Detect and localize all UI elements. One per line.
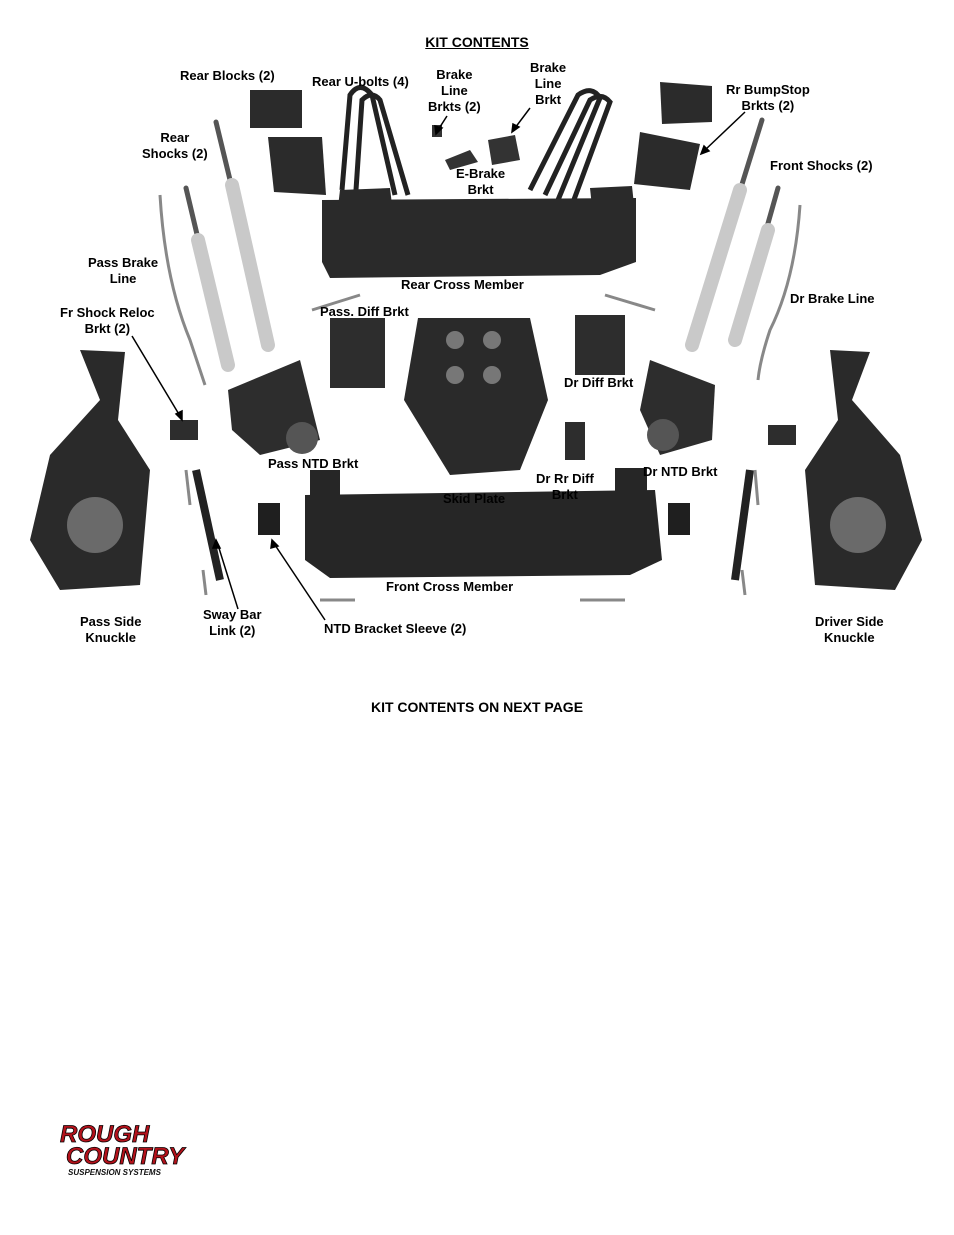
rear-shocks: [183, 119, 275, 372]
label-sway-bar-link: Sway Bar Link (2): [203, 607, 262, 638]
label-e-brake-brkt: E-Brake Brkt: [456, 166, 506, 197]
label-dr-ntd-brkt: Dr NTD Brkt: [643, 464, 718, 479]
dr-diff-bracket: [575, 315, 625, 375]
rear-ubolts-right: [527, 88, 613, 206]
label-pass-ntd-brkt: Pass NTD Brkt: [268, 456, 359, 471]
front-cross-member: [305, 468, 662, 578]
leader-arrows: [131, 107, 746, 621]
label-rear-blocks: Rear Blocks (2): [180, 68, 275, 83]
label-fr-shock-reloc-brkt: Fr Shock Reloc Brkt (2): [60, 305, 155, 336]
skid-plate: [404, 318, 548, 475]
label-pass-brake-line: Pass Brake Line: [88, 255, 159, 286]
label-dr-rr-diff-brkt: Dr Rr Diff Brkt: [536, 471, 594, 502]
label-rear-ubolts: Rear U-bolts (4): [312, 74, 409, 89]
label-brake-line-brkts: Brake Line Brkts (2): [428, 67, 481, 114]
label-rear-cross-member: Rear Cross Member: [401, 277, 524, 292]
rear-ubolts-left: [339, 85, 411, 196]
kit-parts-diagram: [30, 82, 922, 621]
rear-cross-member: [322, 186, 636, 278]
dr-brake-line: [756, 204, 802, 381]
label-skid-plate: Skid Plate: [443, 491, 506, 506]
logo-line2: COUNTRY: [66, 1143, 186, 1170]
brake-line-brackets: [432, 125, 520, 170]
label-dr-brake-line: Dr Brake Line: [790, 291, 875, 306]
dr-ntd-bracket: [640, 360, 715, 455]
rough-country-logo: ROUGH COUNTRY SUSPENSION SYSTEMS: [60, 1121, 187, 1177]
pass-side-knuckle: [30, 350, 150, 590]
sway-bar-link-right: [731, 469, 754, 581]
label-rr-bumpstop-brkts: Rr BumpStop Brkts (2): [726, 82, 810, 113]
fr-shock-reloc-bracket: [170, 420, 198, 440]
sway-bar-link-left: [192, 469, 224, 581]
fr-shock-reloc-bracket-right: [768, 425, 796, 445]
dr-rr-diff-bracket: [565, 422, 585, 460]
label-front-shocks: Front Shocks (2): [770, 158, 873, 173]
rear-blocks-left: [250, 90, 326, 195]
logo-line3: SUSPENSION SYSTEMS: [68, 1168, 162, 1177]
ntd-sleeve-left: [258, 503, 280, 535]
label-rear-shocks: Rear Shocks (2): [142, 130, 208, 161]
ntd-sleeve-right: [668, 503, 690, 535]
pass-brake-line: [158, 194, 207, 386]
driver-side-knuckle: [805, 350, 922, 590]
hardware-bolts: [184, 293, 760, 602]
label-pass-diff-brkt: Pass. Diff Brkt: [320, 304, 409, 319]
label-driver-side-knuckle: Driver Side Knuckle: [815, 614, 884, 645]
label-brake-line-brkt: Brake Line Brkt: [530, 60, 567, 107]
pass-ntd-bracket: [228, 360, 320, 455]
front-shocks: [685, 117, 781, 352]
rear-bumpstop-brackets: [634, 82, 712, 190]
label-dr-diff-brkt: Dr Diff Brkt: [564, 375, 634, 390]
logo-line1: ROUGH: [60, 1121, 150, 1148]
label-pass-side-knuckle: Pass Side Knuckle: [80, 614, 142, 645]
page-title: KIT CONTENTS: [425, 34, 529, 50]
label-front-cross-member: Front Cross Member: [386, 579, 514, 594]
footer-note: KIT CONTENTS ON NEXT PAGE: [370, 699, 584, 715]
label-ntd-bracket-sleeve: NTD Bracket Sleeve (2): [324, 621, 467, 636]
pass-diff-bracket: [330, 318, 385, 388]
